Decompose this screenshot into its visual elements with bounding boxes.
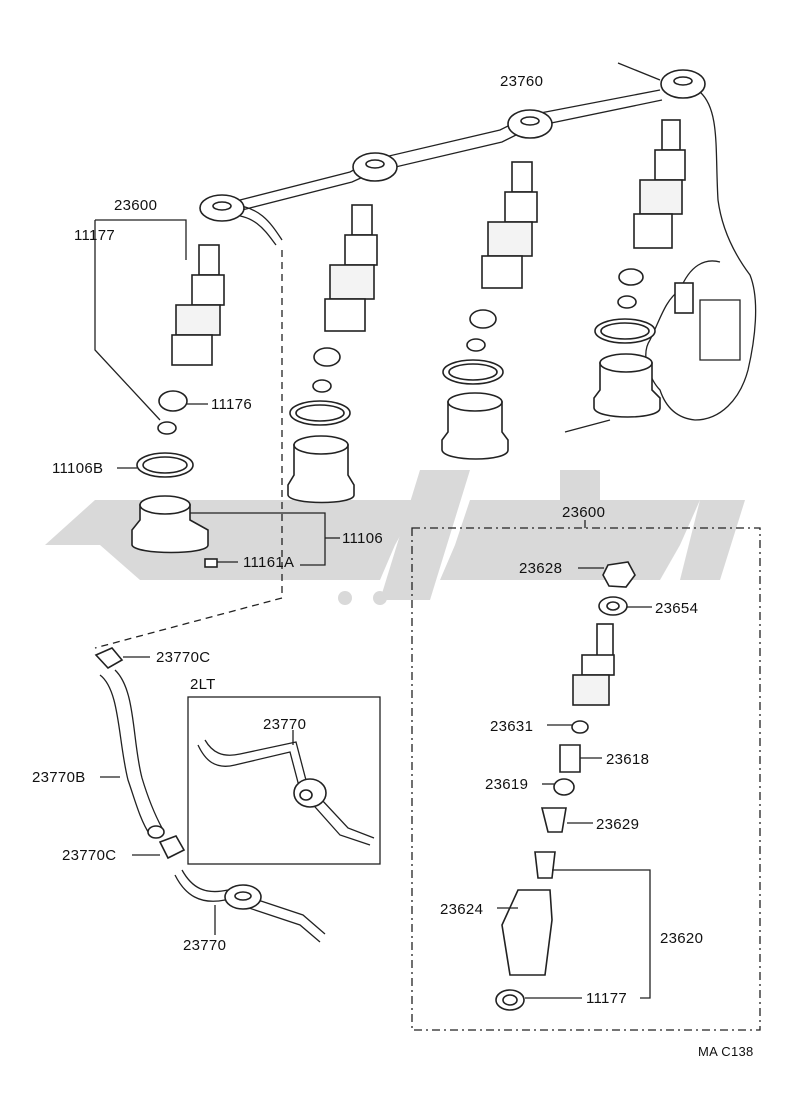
label-23618: 23618 <box>606 751 650 768</box>
label-11161A: 11161A <box>243 554 295 571</box>
label-23624: 23624 <box>440 901 484 918</box>
label-23770C-top: 23770C <box>156 649 211 666</box>
label-23770B: 23770B <box>32 769 86 786</box>
diagram-code: MA C138 <box>698 1044 754 1059</box>
label-23629: 23629 <box>596 816 640 833</box>
box-2lt <box>187 696 381 865</box>
injector-3 <box>481 161 538 289</box>
label-23619: 23619 <box>485 776 529 793</box>
label-11177-top: 11177 <box>74 227 115 244</box>
label-11177-box: 11177 <box>586 990 627 1007</box>
label-23770-box: 23770 <box>263 716 307 733</box>
label-23760: 23760 <box>500 73 544 90</box>
label-23654: 23654 <box>655 600 699 617</box>
injector-exploded-box <box>411 520 761 1031</box>
label-23620: 23620 <box>660 930 704 947</box>
label-23770-bottom: 23770 <box>183 937 227 954</box>
label-23770C-bottom: 23770C <box>62 847 117 864</box>
label-23628: 23628 <box>519 560 563 577</box>
injector-1 <box>171 244 225 366</box>
fuel-return-pipe <box>199 62 706 246</box>
label-11106B: 11106B <box>52 460 104 477</box>
label-11106: 11106 <box>342 530 383 547</box>
seats-and-gaskets <box>131 268 661 568</box>
cylinder-head-outline <box>564 91 757 433</box>
label-11176: 11176 <box>211 396 252 413</box>
label-23600-top: 23600 <box>114 197 158 214</box>
leaders-top-left <box>94 219 340 649</box>
label-2LT: 2LT <box>190 676 216 693</box>
injector-4 <box>633 119 686 249</box>
leakage-hose <box>94 647 326 943</box>
label-23600-box: 23600 <box>562 504 606 521</box>
injector-2 <box>324 204 378 332</box>
label-23631: 23631 <box>490 718 534 735</box>
